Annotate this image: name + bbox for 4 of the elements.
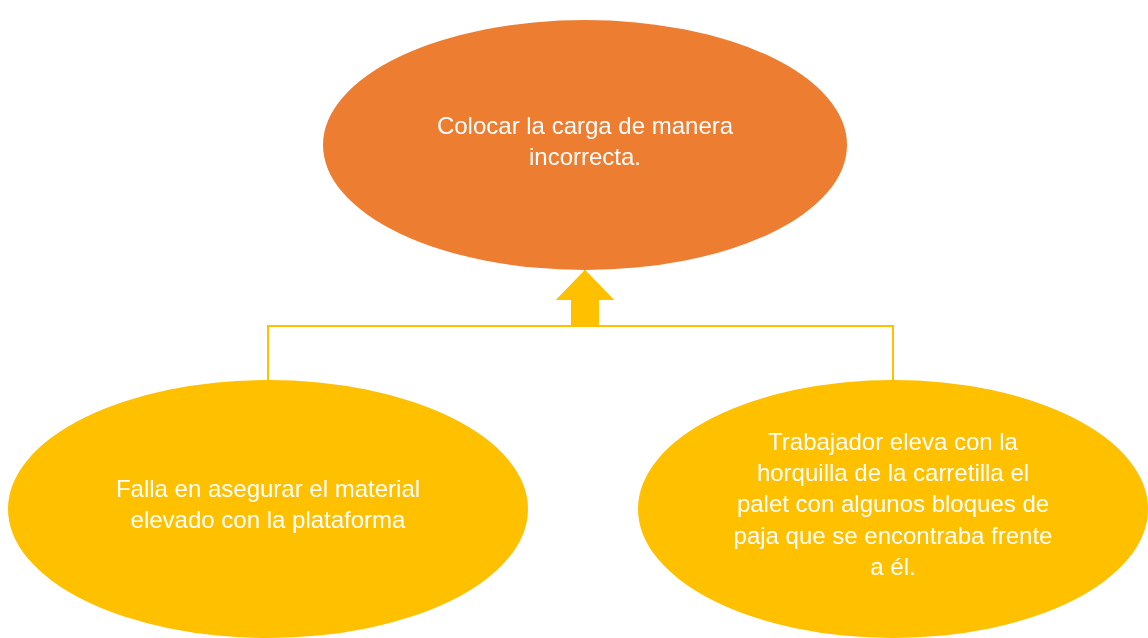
arrow [556, 269, 894, 381]
node-text: Colocar la carga de manera incorrecta. [435, 110, 735, 172]
node-text: Trabajador eleva con la horquilla de la carretilla el palet con algunos bloques de paja que se encontraba frente a él. [732, 427, 1054, 582]
node-text: Falla en asegurar el material elevado con la plataforma [114, 473, 422, 535]
